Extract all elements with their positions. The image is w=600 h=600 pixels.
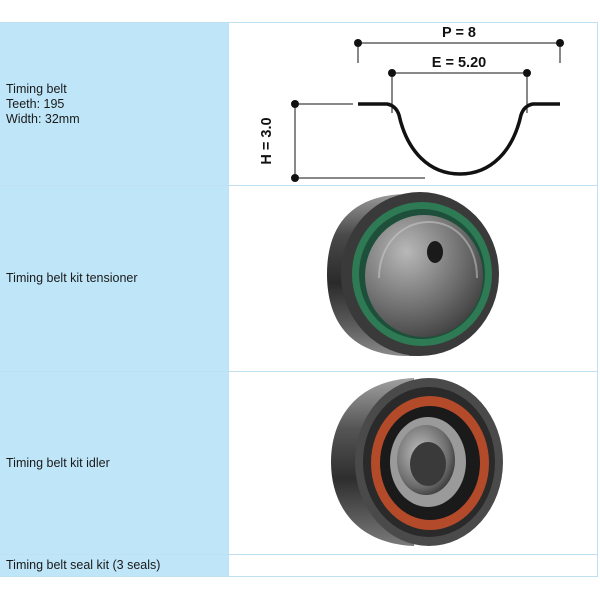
- parts-table: Timing belt Teeth: 195 Width: 32mm P = 8: [0, 22, 598, 577]
- part-description: Timing belt kit idler: [0, 372, 228, 554]
- tensioner-image-cell: [228, 186, 598, 371]
- height-dot-top: [291, 100, 299, 108]
- part-description: Timing belt seal kit (3 seals): [0, 555, 228, 576]
- idler-pulley-image: [331, 378, 503, 546]
- pitch-label: P = 8: [442, 25, 476, 41]
- pitch-dimension-dot-right: [556, 39, 564, 47]
- part-name: Timing belt seal kit (3 seals): [6, 558, 161, 572]
- empty-image-cell: [228, 555, 598, 576]
- part-description: Timing belt kit tensioner: [0, 186, 228, 371]
- part-description: Timing belt Teeth: 195 Width: 32mm: [0, 23, 228, 185]
- tooth-width-dot-left: [388, 69, 396, 77]
- height-dot-bottom: [291, 174, 299, 182]
- belt-tooth-profile-diagram: P = 8 E = 5.20 H = 3.0: [228, 23, 598, 185]
- part-name: Timing belt kit idler: [6, 455, 110, 470]
- tooth-profile-curve: [358, 102, 560, 176]
- table-row: Timing belt kit idler: [0, 372, 598, 555]
- tensioner-hole: [427, 241, 443, 263]
- part-width: Width: 32mm: [6, 111, 80, 126]
- tooth-width-dot-right: [523, 69, 531, 77]
- tensioner-face: [365, 215, 483, 337]
- tooth-width-label: E = 5.20: [432, 55, 486, 71]
- part-teeth: Teeth: 195: [6, 96, 65, 111]
- height-label: H = 3.0: [259, 117, 275, 164]
- table-row: Timing belt Teeth: 195 Width: 32mm P = 8: [0, 23, 598, 186]
- table-row: Timing belt seal kit (3 seals): [0, 555, 598, 577]
- part-name: Timing belt kit tensioner: [6, 271, 138, 285]
- pitch-dimension-dot-left: [354, 39, 362, 47]
- table-row: Timing belt kit tensioner: [0, 186, 598, 372]
- idler-image-cell: [228, 372, 598, 554]
- tensioner-pulley-image: [327, 192, 499, 356]
- part-name: Timing belt: [6, 81, 67, 96]
